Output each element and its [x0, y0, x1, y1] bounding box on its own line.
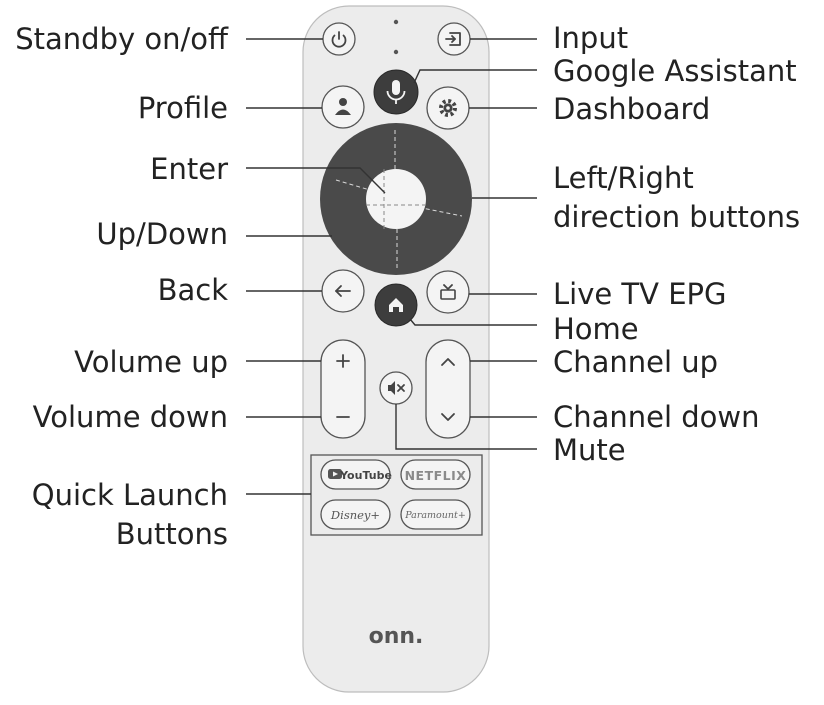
disney-label: Disney+: [330, 508, 380, 522]
label-mute: Mute: [553, 433, 626, 467]
netflix-button[interactable]: NETFLIX: [400, 459, 471, 490]
mic-hole: [393, 49, 399, 55]
paramount-label: Paramount+: [404, 510, 466, 521]
volume-rocker[interactable]: [320, 339, 366, 439]
back-button[interactable]: [321, 269, 365, 313]
label-enter: Enter: [150, 152, 228, 186]
input-icon: [445, 32, 461, 46]
netflix-label: NETFLIX: [405, 468, 467, 483]
profile-button[interactable]: [321, 85, 365, 129]
google-assistant-button[interactable]: [373, 69, 419, 115]
mute-icon: [388, 381, 405, 395]
label-up-down: Up/Down: [96, 217, 228, 251]
tv-icon: [440, 284, 456, 300]
label-volume-down: Volume down: [33, 400, 228, 434]
youtube-label: YouTube: [339, 469, 392, 482]
standby-button[interactable]: [322, 22, 356, 56]
brand-logo: onn.: [369, 624, 424, 649]
quick-launch-frame: [310, 454, 483, 536]
label-left-right-line2: direction buttons: [553, 200, 800, 234]
label-channel-up: Channel up: [553, 345, 718, 379]
gear-icon: [439, 99, 457, 117]
label-left-right-line1: Left/Right: [553, 161, 694, 195]
channel-rocker[interactable]: [425, 339, 471, 439]
power-icon: [331, 31, 347, 48]
home-button[interactable]: [374, 283, 418, 327]
label-dashboard: Dashboard: [553, 92, 710, 126]
chevron-down-icon: [441, 413, 455, 421]
profile-icon: [335, 98, 351, 115]
label-profile: Profile: [138, 91, 228, 125]
plus-icon: [336, 354, 350, 368]
enter-button[interactable]: [366, 169, 426, 229]
microphone-icon: [386, 80, 406, 104]
label-home: Home: [553, 312, 639, 346]
label-live-tv-epg: Live TV EPG: [553, 277, 727, 311]
dashboard-button[interactable]: [426, 86, 470, 130]
mute-button[interactable]: [379, 371, 413, 405]
home-icon: [389, 298, 403, 312]
leader-lines: [246, 38, 537, 495]
arrow-left-icon: [335, 285, 351, 297]
led-indicator: [393, 19, 399, 25]
label-standby: Standby on/off: [15, 22, 229, 56]
chevron-up-icon: [441, 358, 455, 366]
label-channel-down: Channel down: [553, 400, 760, 434]
disney-button[interactable]: Disney+: [320, 499, 391, 530]
label-input: Input: [553, 21, 628, 55]
youtube-button[interactable]: YouTube: [320, 459, 392, 490]
live-tv-epg-button[interactable]: [426, 270, 470, 314]
paramount-button[interactable]: Paramount+: [400, 499, 471, 530]
label-back: Back: [158, 273, 229, 307]
label-quick-launch-line2: Buttons: [116, 517, 228, 551]
label-volume-up: Volume up: [74, 345, 228, 379]
label-google-assistant: Google Assistant: [553, 54, 797, 88]
input-button[interactable]: [437, 22, 471, 56]
label-quick-launch-line1: Quick Launch: [32, 478, 228, 512]
